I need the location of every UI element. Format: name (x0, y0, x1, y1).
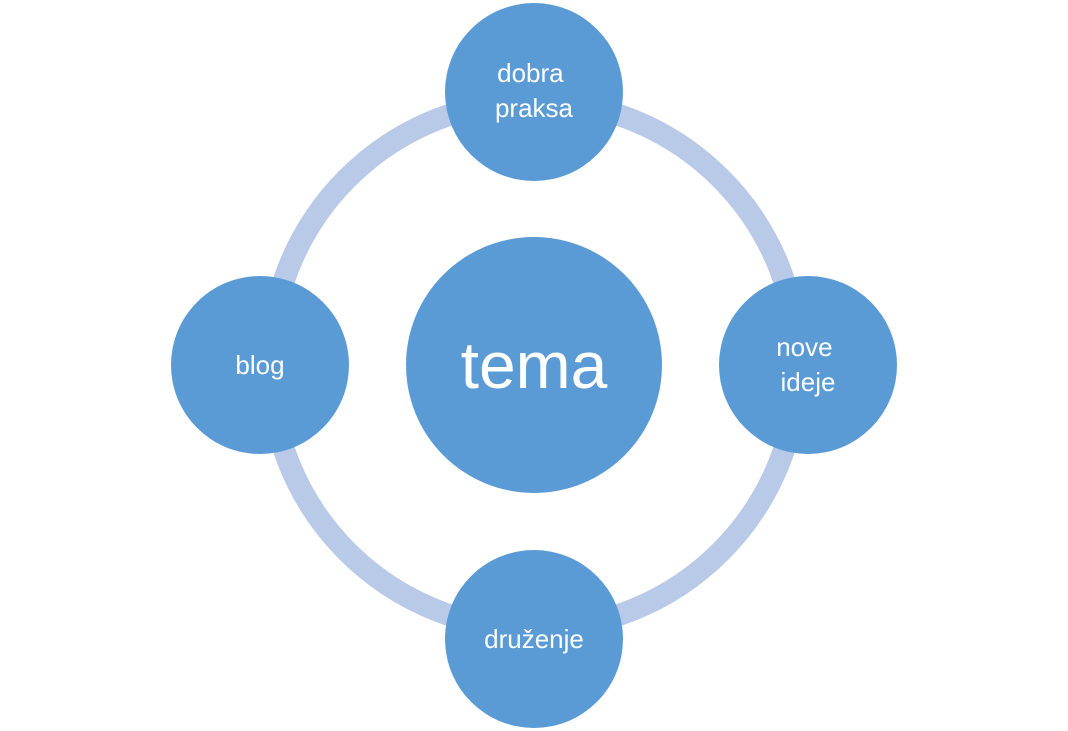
node-top-label: dobra praksa (495, 58, 574, 123)
node-top: dobra praksa (445, 3, 623, 181)
node-top-label-line-2: praksa (495, 93, 574, 123)
node-right-label: nove ideje (776, 332, 840, 397)
node-right: nove ideje (719, 276, 897, 454)
center-node: tema (406, 237, 662, 493)
node-left: blog (171, 276, 349, 454)
node-bottom-label: druženje (484, 624, 584, 654)
node-top-label-line-1: dobra (497, 58, 564, 88)
center-node-label: tema (461, 328, 608, 402)
node-right-label-line-1: nove (776, 332, 832, 362)
node-right-label-line-2: ideje (781, 367, 836, 397)
node-left-circle (171, 276, 349, 454)
node-top-circle (445, 3, 623, 181)
node-left-label: blog (235, 350, 284, 380)
node-right-circle (719, 276, 897, 454)
center-node-circle (406, 237, 662, 493)
node-bottom: druženje (445, 550, 623, 728)
node-bottom-circle (445, 550, 623, 728)
